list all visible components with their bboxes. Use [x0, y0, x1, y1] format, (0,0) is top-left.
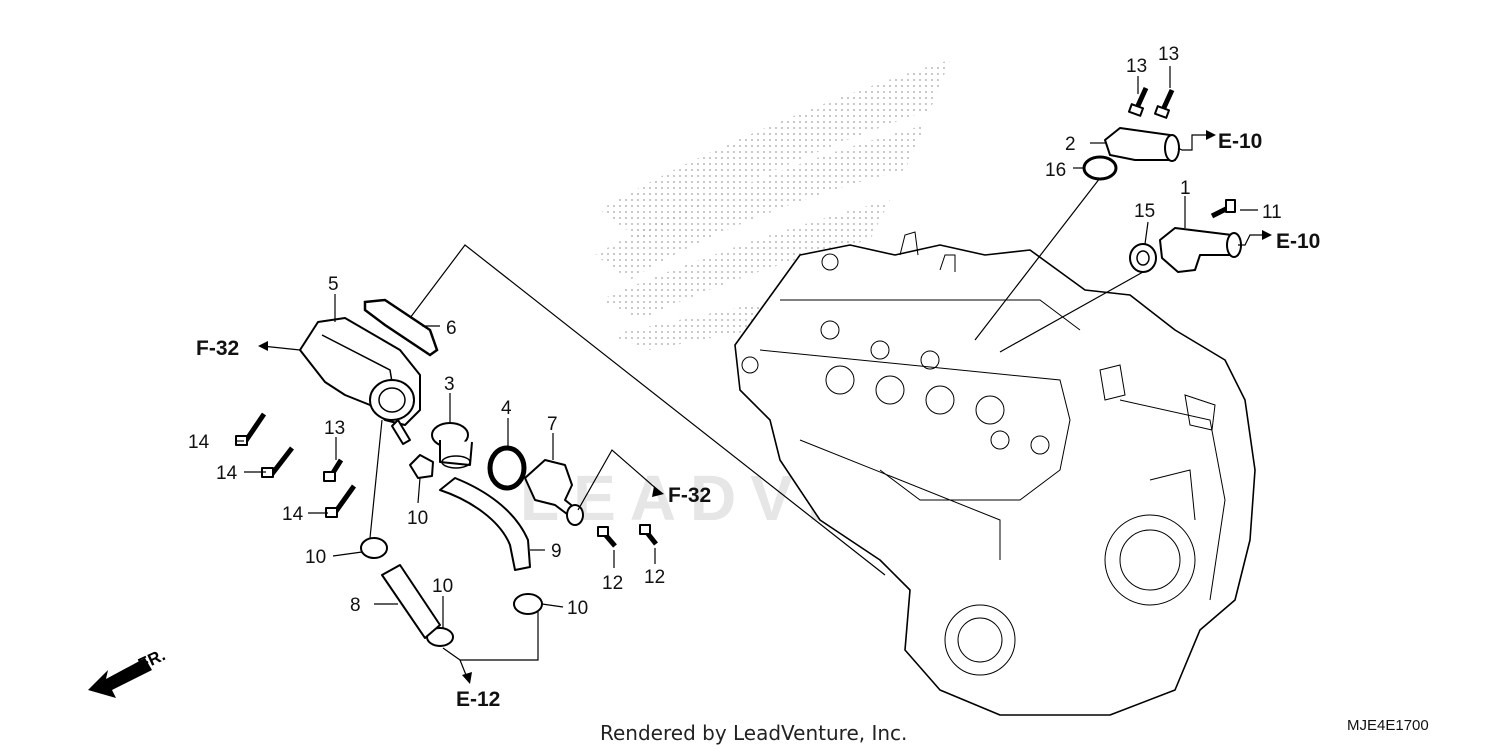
callout-12-b: 12 [644, 567, 665, 588]
ref-e12: E-12 [456, 688, 500, 711]
part-13-bolt-upper-b [1153, 88, 1175, 119]
callout-10-a: 10 [407, 508, 428, 529]
leader-lines [237, 66, 1262, 681]
part-2-water-pipe [1104, 127, 1180, 162]
ref-e10-lower: E-10 [1276, 230, 1320, 253]
credit-text: Rendered by LeadVenture, Inc. [600, 721, 907, 745]
ref-f32-right: F-32 [668, 484, 711, 507]
arrow-e10-lower [1262, 230, 1272, 240]
part-14-bolt-b [261, 446, 294, 478]
callout-4: 4 [501, 398, 512, 419]
part-3-thermostat [431, 422, 473, 469]
part-9-hose [439, 477, 531, 571]
part-10-clamp-b [360, 537, 388, 559]
part-11-bolt [1210, 199, 1236, 219]
callout-10-b: 10 [305, 547, 326, 568]
callout-5: 5 [328, 274, 339, 295]
watermark-wing-logo [595, 60, 950, 350]
part-8-hose [381, 564, 441, 639]
arrow-e12 [462, 672, 472, 684]
callout-13-c: 13 [324, 418, 345, 439]
callout-10-d: 10 [567, 598, 588, 619]
part-10-clamp-d [513, 593, 543, 615]
part-1-water-pipe [1159, 227, 1242, 273]
part-13-bolt-upper-a [1127, 86, 1149, 117]
part-16-o-ring [1082, 155, 1118, 181]
part-13-bolt-left [323, 458, 344, 482]
callout-11: 11 [1262, 202, 1282, 223]
arrow-f32-left [258, 341, 268, 351]
front-direction-arrow-icon [88, 658, 152, 698]
part-4-o-ring [487, 445, 527, 491]
callout-13-b: 13 [1158, 44, 1179, 65]
callout-14-c: 14 [282, 504, 304, 525]
callout-9: 9 [551, 541, 562, 562]
callout-8: 8 [350, 595, 361, 616]
callout-2: 2 [1065, 134, 1076, 155]
part-14-bolt-a [235, 412, 267, 446]
callout-15: 15 [1134, 201, 1155, 222]
part-12-bolt-a [597, 526, 617, 548]
callout-16: 16 [1045, 160, 1066, 181]
part-7-thermostat-cover [524, 459, 584, 526]
part-5-thermostat-housing [299, 317, 421, 445]
part-10-clamp-a [409, 454, 434, 479]
callout-3: 3 [444, 374, 455, 395]
callout-14-b: 14 [216, 463, 238, 484]
callout-12-a: 12 [602, 573, 623, 594]
part-12-bolt-b [639, 524, 658, 546]
callout-13-a: 13 [1126, 56, 1147, 77]
ref-e10-upper: E-10 [1218, 130, 1262, 153]
callout-14-a: 14 [188, 432, 210, 453]
ref-f32-left: F-32 [196, 337, 239, 360]
arrow-e10-upper [1206, 130, 1216, 140]
engine-assembly [734, 231, 1256, 716]
part-15-seal [1129, 243, 1157, 273]
part-14-bolt-c [325, 484, 357, 518]
part-6-gasket [363, 298, 439, 357]
arrow-f32-right [652, 486, 664, 497]
callout-6: 6 [446, 318, 457, 339]
callout-10-c: 10 [432, 576, 453, 597]
callout-7: 7 [547, 414, 558, 435]
diagram-code: MJE4E1700 [1347, 717, 1429, 734]
callout-1: 1 [1180, 178, 1191, 199]
